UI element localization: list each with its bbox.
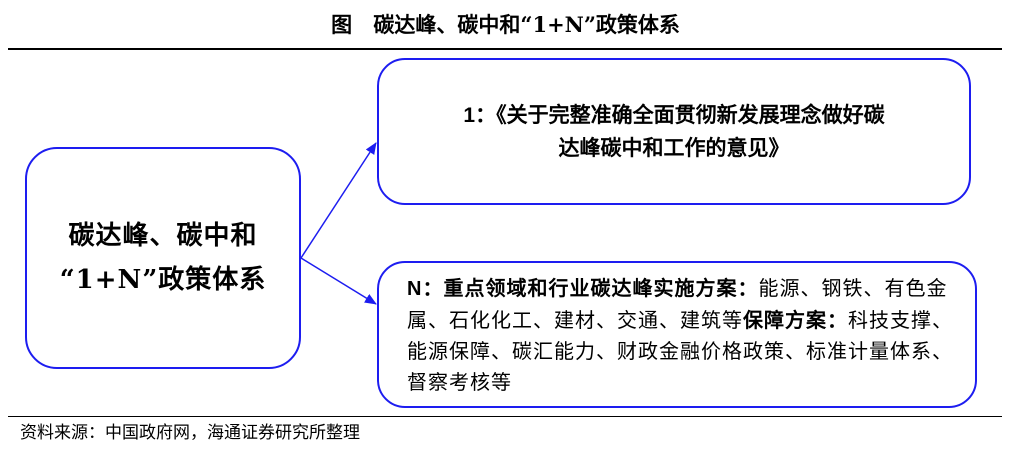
policy-1-box: 1：《关于完整准确全面贯彻新发展理念做好碳 达峰碳中和工作的意见》 bbox=[377, 58, 971, 205]
figure-title: 图 碳达峰、碳中和“1+N”政策体系 bbox=[0, 6, 1011, 44]
policy-n-sep: ： bbox=[422, 276, 444, 300]
policy-n-text: N：重点领域和行业碳达峰实施方案：能源、钢铁、有色金属、石化化工、建材、交通、建… bbox=[407, 273, 957, 398]
source-note: 资料来源：中国政府网，海通证券研究所整理 bbox=[20, 423, 360, 443]
policy-system-line2: “1+N”政策体系 bbox=[59, 265, 267, 295]
policy-1-line2: 达峰碳中和工作的意见》 bbox=[558, 135, 790, 160]
policy-system-box: 碳达峰、碳中和 “1+N”政策体系 bbox=[25, 147, 301, 369]
policy-1-text: 1：《关于完整准确全面贯彻新发展理念做好碳 达峰碳中和工作的意见》 bbox=[463, 99, 884, 164]
policy-1-prefix: 1 bbox=[463, 104, 476, 127]
arrow-to-1 bbox=[300, 142, 377, 259]
figure-title-text: 碳达峰、碳中和“1+N”政策体系 bbox=[373, 12, 680, 37]
policy-system-line1: 碳达峰、碳中和 bbox=[68, 221, 258, 251]
arrow-to-n bbox=[300, 257, 377, 305]
policy-n-box: N：重点领域和行业碳达峰实施方案：能源、钢铁、有色金属、石化化工、建材、交通、建… bbox=[377, 261, 977, 408]
figure-title-prefix: 图 bbox=[331, 12, 353, 37]
policy-n-heading2: 保障方案： bbox=[743, 308, 848, 332]
policy-n-body2: 科技支撑、能源保障、碳汇能力、财政金融价格政策、标准计量体系、督察考核等 bbox=[407, 308, 953, 394]
policy-n-heading1: 重点领域和行业碳达峰实施方案： bbox=[443, 276, 759, 300]
top-rule bbox=[8, 48, 1002, 50]
policy-n-body1: 能源、钢铁、有色金属、石化化工、建材、交通、建筑等 bbox=[407, 276, 948, 332]
bottom-rule bbox=[8, 416, 1002, 417]
policy-1-sep: ： bbox=[475, 102, 497, 127]
policy-n-prefix: N bbox=[407, 278, 423, 300]
policy-1-line1: 《关于完整准确全面贯彻新发展理念做好碳 bbox=[496, 102, 885, 127]
